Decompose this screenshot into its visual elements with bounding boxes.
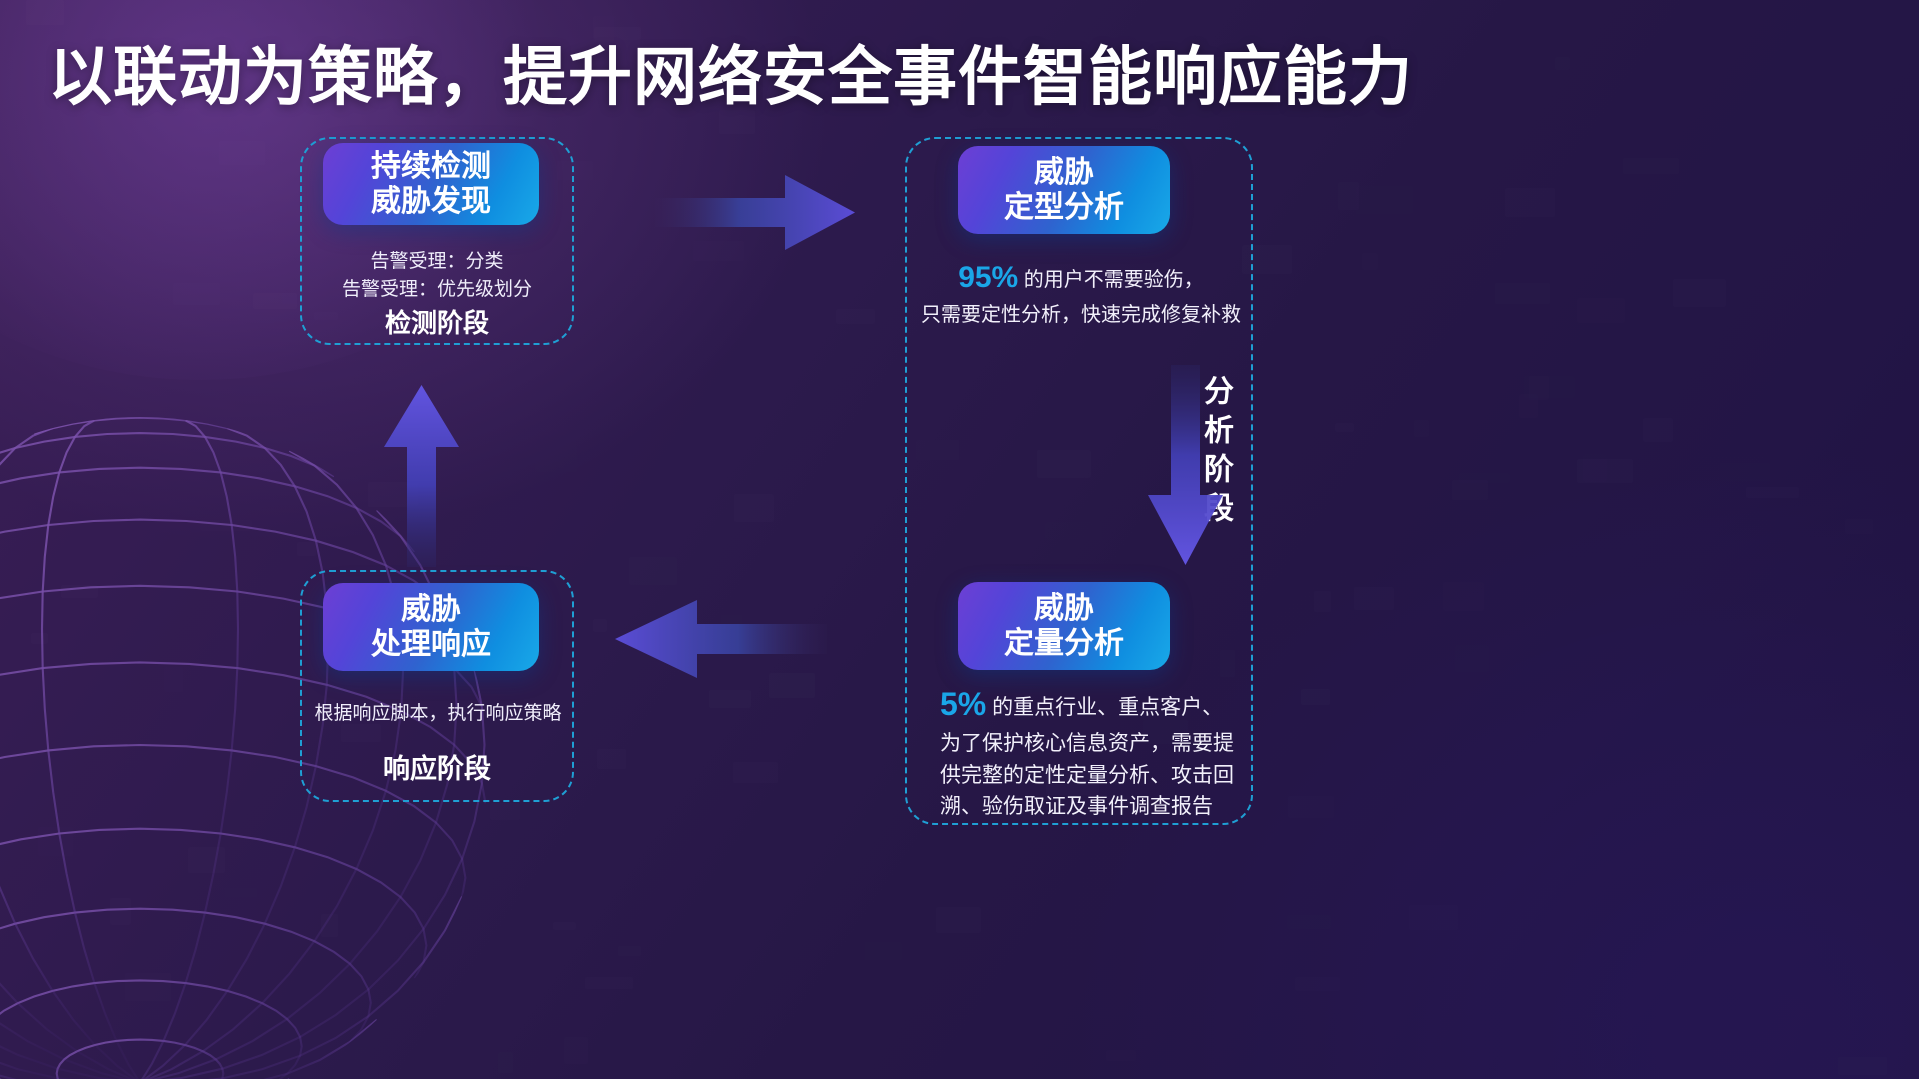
detection-subtext: 告警受理：分类 告警受理：优先级划分	[300, 248, 574, 303]
badge-qualitative-line2: 定型分析	[1004, 191, 1124, 224]
page-title: 以联动为策略，提升网络安全事件智能响应能力	[48, 41, 1413, 113]
response-subtext: 根据响应脚本，执行响应策略	[294, 700, 582, 728]
quantitative-stat-line1: 5% 的重点行业、重点客户、	[940, 680, 1240, 728]
panel-response	[300, 570, 574, 802]
badge-continuous-detection[interactable]: 持续检测 威胁发现	[323, 143, 539, 225]
arrow-up-icon	[384, 385, 459, 567]
detection-subtext-line1: 告警受理：分类	[370, 251, 504, 272]
badge-qualitative-line1: 威胁	[1034, 155, 1094, 189]
detection-subtext-line2: 告警受理：优先级划分	[341, 278, 532, 300]
arrow-left-icon	[615, 600, 827, 678]
bottom-right-glow	[1279, 619, 1919, 1079]
response-subtext-line1: 根据响应脚本，执行响应策略	[314, 703, 562, 724]
qualitative-stat-desc1: 的用户不需要验伤，	[1023, 269, 1204, 291]
badge-quantitative-line2: 定量分析	[1004, 627, 1124, 660]
arrow-right-icon	[655, 175, 855, 250]
quantitative-stat-line2: 为了保护核心信息资产，需要提	[940, 732, 1234, 755]
badge-response-line1: 威胁	[401, 592, 461, 626]
badge-quantitative-analysis[interactable]: 威胁 定量分析	[958, 582, 1170, 670]
badge-response-line2: 处理响应	[371, 628, 491, 661]
badge-detection-line1: 持续检测	[371, 149, 491, 183]
qualitative-stat-text: 95% 的用户不需要验伤， 只需要定性分析，快速完成修复补救	[916, 255, 1246, 330]
panel-detection	[300, 137, 574, 345]
quantitative-stat-line3: 供完整的定性定量分析、攻击回	[940, 763, 1234, 787]
quantitative-stat-text: 5% 的重点行业、重点客户、 为了保护核心信息资产，需要提 供完整的定性定量分析…	[940, 680, 1240, 823]
quantitative-stat-desc1: 的重点行业、重点客户、	[992, 696, 1224, 719]
panel-analysis	[905, 137, 1253, 825]
badge-threat-response[interactable]: 威胁 处理响应	[323, 583, 539, 671]
qualitative-stat-line1: 95% 的用户不需要验伤，	[916, 255, 1246, 300]
qualitative-stat-line2: 只需要定性分析，快速完成修复补救	[921, 304, 1241, 326]
badge-detection-line2: 威胁发现	[371, 185, 491, 218]
qualitative-stat-value: 95%	[958, 261, 1019, 294]
response-stage-label: 响应阶段	[383, 754, 491, 784]
quantitative-stat-line4: 溯、验伤取证及事件调查报告	[940, 795, 1213, 818]
quantitative-stat-value: 5%	[940, 686, 987, 722]
badge-qualitative-analysis[interactable]: 威胁 定型分析	[958, 146, 1170, 234]
badge-quantitative-line1: 威胁	[1034, 591, 1094, 625]
detection-stage-label: 检测阶段	[384, 308, 489, 338]
analysis-stage-label: 分析阶段	[1199, 375, 1232, 531]
